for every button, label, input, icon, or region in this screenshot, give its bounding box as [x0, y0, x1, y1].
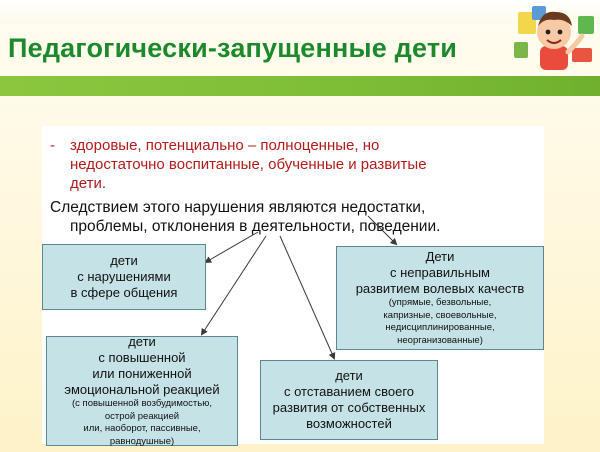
definition-line-1: здоровые, потенциально – полноценные, но	[70, 137, 380, 154]
box-note-line: капризные, своевольные,	[383, 309, 497, 321]
box-note-line: неорганизованные)	[397, 334, 483, 346]
box-line: Дети	[425, 249, 455, 264]
box-note-line: острой реакцией	[104, 410, 180, 422]
slide-title: Педагогически-запущенные дети	[8, 33, 458, 63]
box-note-line: (с повышенной возбудимостью,	[72, 398, 212, 409]
box-note-line: равнодушные)	[109, 435, 175, 447]
box-line: развития от собственных	[272, 400, 426, 415]
cartoon-schoolboy-illustration	[514, 6, 594, 70]
box-line: или пониженной	[92, 366, 192, 381]
bullet-marker: -	[50, 137, 55, 154]
definition-line-2: недостаточно воспитанные, обученные и ра…	[70, 156, 427, 173]
box-communication-disorders: дети с нарушениями в сфере общения	[42, 244, 206, 310]
box-note-line: недисциплинированные,	[385, 322, 495, 333]
title-underline-band	[0, 76, 600, 96]
consequence-line-2: проблемы, отклонения в деятельности, пов…	[70, 218, 441, 235]
box-line: эмоциональной реакцией	[64, 382, 220, 397]
box-development-lag: дети с отставанием своего развития от со…	[260, 360, 438, 440]
box-volitional-qualities: Дети с неправильным развитием волевых ка…	[336, 246, 544, 350]
box-line: дети	[335, 368, 363, 383]
box-line: с неправильным	[389, 265, 490, 280]
consequence-line-1: Следствием этого нарушения являются недо…	[50, 199, 426, 216]
box-note-line: или, наоборот, пассивные,	[83, 423, 201, 434]
box-line: дети	[128, 334, 156, 349]
box-line: в сфере общения	[70, 285, 178, 300]
box-line: с нарушениями	[77, 269, 171, 284]
box-line: с отставанием своего	[283, 384, 415, 399]
box-emotional-reaction: дети с повышенной или пониженной эмоцион…	[46, 334, 238, 447]
box-line: развитием волевых качеств	[355, 281, 525, 296]
top-strip	[0, 0, 600, 24]
box-line: дети	[110, 253, 138, 268]
consequence-text: Следствием этого нарушения являются недо…	[50, 198, 520, 236]
definition-line-3: дети.	[70, 175, 107, 192]
box-line: с повышенной	[98, 350, 186, 365]
box-line: возможностей	[306, 416, 392, 431]
box-note-line: (упрямые, безвольные,	[388, 297, 492, 308]
definition-bullet: - здоровые, потенциально – полноценные, …	[50, 136, 530, 193]
